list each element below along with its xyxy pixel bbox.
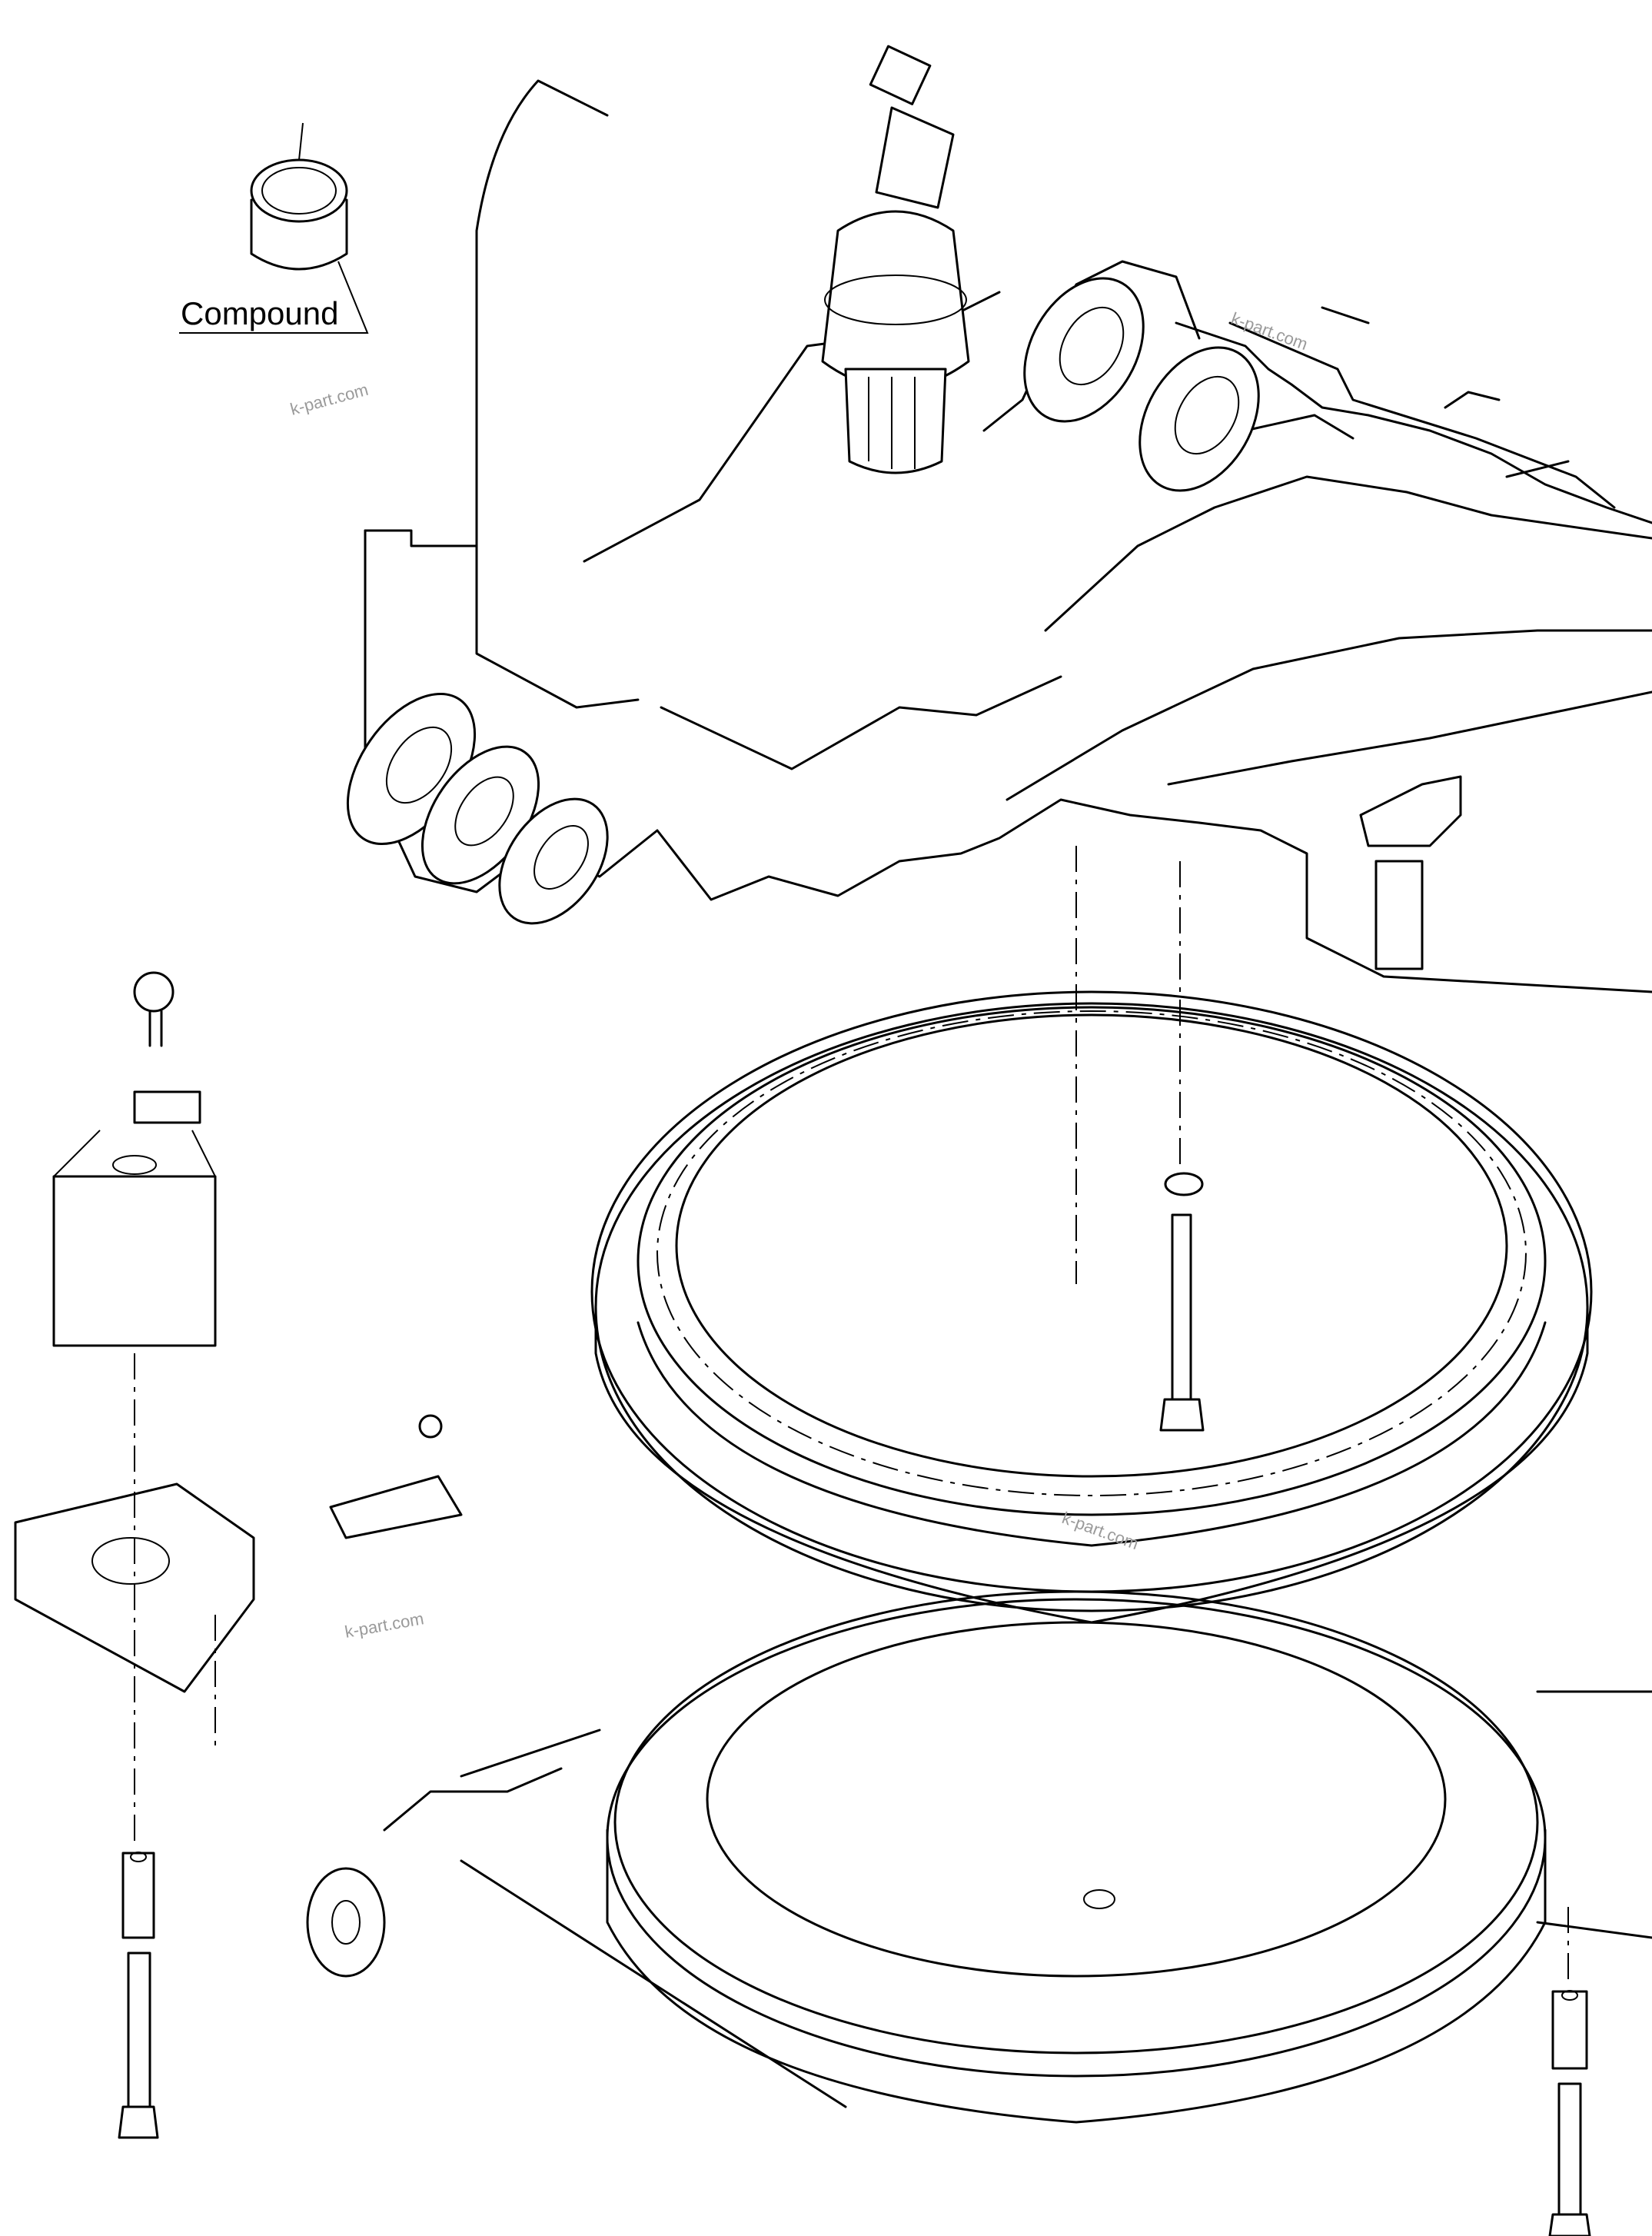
compound-label: Compound	[181, 295, 338, 331]
compound-jar	[179, 122, 369, 334]
boom-pin-bosses	[346, 692, 609, 925]
cylinder-bosses	[1023, 277, 1260, 492]
watermark: k-part.com	[344, 1609, 426, 1642]
lower-frame	[306, 1590, 1652, 2124]
swing-motor	[821, 45, 970, 474]
swing-circle	[590, 990, 1593, 1624]
spacer-and-bolt-left	[118, 1852, 159, 2139]
swing-circle-bolt	[1159, 1172, 1205, 1432]
leader-line	[298, 122, 304, 161]
spacer-and-bolt-right	[1548, 1990, 1591, 2236]
mounting-bracket	[14, 1414, 463, 1693]
watermark: k-part.com	[1228, 308, 1310, 354]
gauge-assembly	[52, 971, 217, 1347]
guide-lines	[134, 846, 1569, 1984]
watermark: k-part.com	[288, 380, 371, 419]
